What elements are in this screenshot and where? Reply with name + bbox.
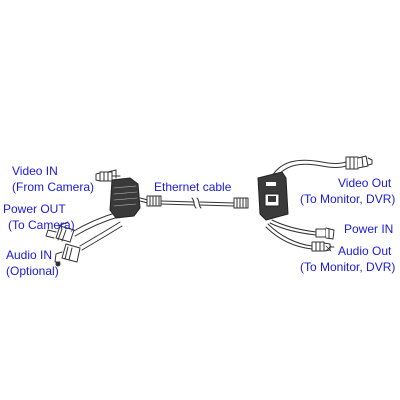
left-balun-unit	[45, 169, 162, 267]
label-audio-in: Audio IN	[6, 248, 53, 262]
power-out-cable	[71, 211, 119, 233]
right-balun-unit	[233, 155, 373, 252]
rj45-plug-left-icon	[146, 195, 162, 207]
ethernet-cable-icon	[160, 197, 235, 209]
label-audio-out-sub: (To Monitor, DVR)	[300, 260, 396, 274]
label-power-out: Power OUT	[3, 202, 66, 216]
left-balun-body	[109, 177, 141, 219]
video-out-cable	[271, 159, 347, 177]
audio-in-plug-icon	[54, 243, 81, 267]
audio-out-cable	[267, 223, 313, 247]
bnc-connector-icon	[95, 169, 121, 182]
label-audio-in-sub: (Optional)	[6, 264, 59, 278]
label-power-out-sub: (To Camera)	[8, 218, 75, 232]
label-video-in: Video IN	[12, 164, 58, 178]
rj45-plug-right-icon	[233, 197, 249, 209]
label-ethernet-cable: Ethernet cable	[154, 180, 232, 194]
label-video-out-sub: (To Monitor, DVR)	[300, 192, 396, 206]
video-out-bnc-icon	[345, 155, 373, 170]
label-video-in-sub: (From Camera)	[12, 180, 95, 194]
label-video-out: Video Out	[338, 176, 392, 190]
power-out-plug-icon	[45, 225, 75, 243]
audio-out-marker	[325, 245, 332, 252]
label-power-in: Power IN	[344, 222, 394, 236]
label-audio-out: Audio Out	[338, 244, 392, 258]
audio-in-cable	[79, 221, 121, 247]
power-in-cable	[271, 219, 317, 233]
power-in-plug-icon	[315, 227, 335, 240]
power-out-leader	[57, 221, 69, 227]
